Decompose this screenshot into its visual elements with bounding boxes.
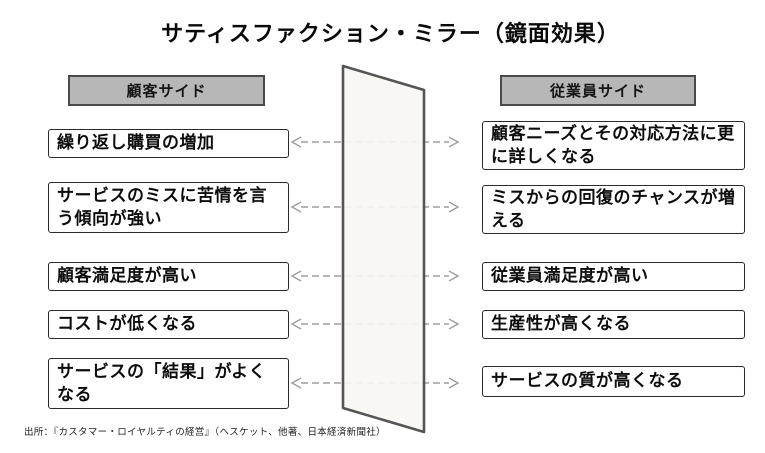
arrowhead-left-icon bbox=[290, 318, 302, 330]
arrowhead-right-icon bbox=[448, 377, 460, 389]
arrowhead-left-icon bbox=[290, 136, 302, 148]
employee-item: ミスからの回復のチャンスが増える bbox=[482, 185, 745, 234]
diagram-title: サティスファクション・ミラー（鏡面効果） bbox=[161, 21, 620, 46]
arrowhead-left-icon bbox=[290, 201, 302, 213]
customer-item: コストが低くなる bbox=[48, 310, 289, 339]
customer-item: 繰り返し購買の増加 bbox=[48, 129, 289, 158]
arrowhead-right-icon bbox=[448, 270, 460, 282]
customer-item: サービスのミスに苦情を言う傾向が強い bbox=[48, 182, 289, 233]
customer-item: 顧客満足度が高い bbox=[48, 262, 289, 291]
employee-item: サービスの質が高くなる bbox=[482, 366, 745, 397]
arrowhead-left-icon bbox=[290, 270, 302, 282]
employee-item: 従業員満足度が高い bbox=[482, 262, 745, 291]
arrowhead-right-icon bbox=[448, 318, 460, 330]
arrowhead-right-icon bbox=[448, 201, 460, 213]
arrowhead-right-icon bbox=[448, 136, 460, 148]
customer-side-header: 顧客サイド bbox=[68, 75, 265, 106]
customer-item: サービスの「結果」がよくなる bbox=[48, 358, 289, 409]
arrowhead-left-icon bbox=[290, 377, 302, 389]
mirror-panel bbox=[341, 64, 426, 434]
employee-item: 生産性が高くなる bbox=[482, 310, 745, 339]
source-note: 出所：『カスタマー・ロイヤルティの経営』（ヘスケット、他著、日本経済新聞社） bbox=[24, 427, 386, 438]
employee-side-header: 従業員サイド bbox=[500, 75, 696, 106]
employee-item: 顧客ニーズとその対応方法に更に詳しくなる bbox=[482, 121, 745, 170]
